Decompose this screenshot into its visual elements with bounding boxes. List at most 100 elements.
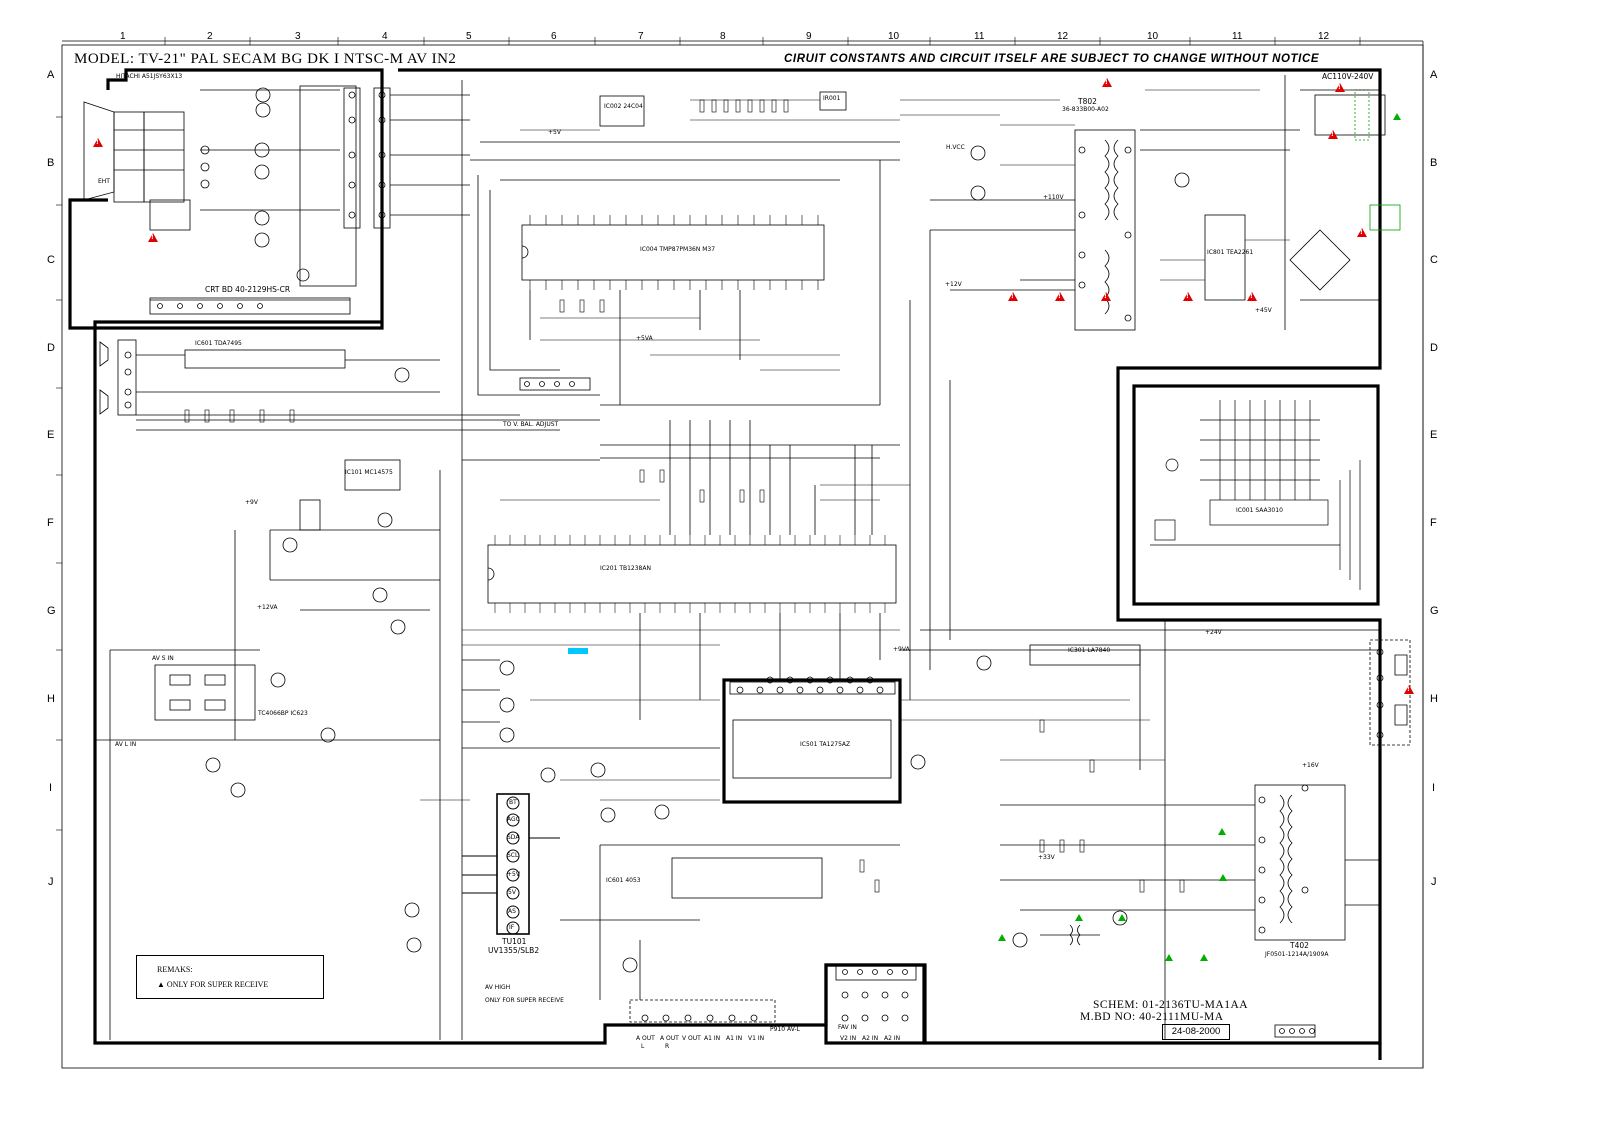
grid-row-g-r: G [1430, 605, 1439, 617]
grid-row-a: A [47, 69, 55, 81]
ir-label: IR001 [823, 95, 841, 102]
tuner-pin-agc: AGC [507, 816, 520, 823]
mosfet-ic-label: IC801 TEA2261 [1207, 249, 1254, 256]
warning-icon [1102, 78, 1112, 87]
grid-col-1: 1 [120, 31, 126, 42]
afc-ic-label: IC101 MC14575 [345, 469, 393, 476]
grid-col-12b: 12 [1318, 31, 1330, 42]
super-marker-icon [1075, 914, 1083, 921]
grid-row-d: D [47, 342, 55, 354]
sw-ic-label: IC601 4053 [606, 877, 641, 884]
sound-ic-label: IC601 TDA7495 [195, 340, 242, 347]
tuner-pin-5vb: 5V [508, 889, 516, 896]
grid-row-a-r: A [1430, 69, 1438, 81]
volt-label-16v: +16V [1302, 762, 1319, 769]
grid-row-e-r: E [1430, 429, 1438, 441]
tuner-pin-bt: BT [509, 799, 517, 806]
volt-label-12v: +12V [945, 281, 962, 288]
grid-row-e: E [47, 429, 55, 441]
date-stamp: 24-08-2000 [1162, 1024, 1230, 1040]
super-marker-icon [1118, 914, 1126, 921]
t802-label: T802 [1078, 97, 1097, 106]
grid-row-b-r: B [1430, 157, 1438, 169]
warning-icon [93, 138, 103, 147]
grid-row-b: B [47, 157, 55, 169]
board-number: M.BD NO: 40-2111MU-MA [1080, 1011, 1224, 1023]
tuner-label: TU101 [502, 937, 527, 946]
volt-label-45v: +45V [1255, 307, 1272, 314]
grid-col-11b: 11 [1232, 31, 1243, 42]
volt-label-5va: +5VA [636, 335, 653, 342]
warning-icon [1055, 292, 1065, 301]
grid-col-4: 4 [382, 31, 388, 42]
grid-row-f-r: F [1430, 517, 1437, 529]
grid-col-5: 5 [466, 31, 472, 42]
super-marker-icon [1165, 954, 1173, 961]
av2-in-label-1: V2 IN [840, 1035, 857, 1042]
grid-row-i: I [49, 782, 53, 794]
grid-row-j-r: J [1431, 876, 1437, 888]
eeprom-label: IC002 24C04 [604, 103, 643, 110]
micro-ic-label: IC004 TMP87PM36N M37 [640, 246, 716, 253]
eht-label: EHT [98, 178, 110, 185]
warning-icon [1247, 292, 1257, 301]
tuner-pin-scl: SCL [507, 852, 519, 859]
rl-label-l: L [641, 1043, 645, 1050]
super-marker-icon [1200, 954, 1208, 961]
main-ic-label: IC201 TB1238AN [600, 565, 651, 572]
remarks-box: REMAKS: ▲ ONLY FOR SUPER RECEIVE [136, 955, 324, 999]
av-in-label-3: V1 IN [748, 1035, 765, 1042]
super-marker-icon [1393, 113, 1401, 120]
tuner-pin-5v: +5V [507, 871, 520, 878]
grid-col-12: 12 [1057, 31, 1069, 42]
tuner-pin-as: AS [508, 908, 516, 915]
tuner-pin-if: IF [509, 924, 515, 931]
volt-label-110v: +110V [1043, 194, 1064, 201]
remarks-title: REMAKS: [157, 965, 193, 974]
super-note-label: ONLY FOR SUPER RECEIVE [485, 997, 564, 1004]
grid-row-h: H [47, 693, 55, 705]
volt-label-9va: +9VA [893, 646, 910, 653]
av-s-in-label: AV S IN [152, 655, 174, 662]
warning-icon [1335, 83, 1345, 92]
warning-icon [1404, 685, 1414, 694]
av-out-label-1: A OUT [636, 1035, 655, 1042]
vert-ic-label: IC301 LA7840 [1068, 647, 1111, 654]
grid-row-c: C [47, 254, 55, 266]
av-in-label-2: A1 IN [726, 1035, 743, 1042]
grid-col-10b: 10 [1147, 31, 1159, 42]
av2-in-label-3: A2 IN [884, 1035, 901, 1042]
grid-row-c-r: C [1430, 254, 1438, 266]
crt-board-label: CRT BD 40-2129HS-CR [205, 285, 291, 294]
grid-row-i-r: I [1432, 782, 1436, 794]
super-marker-icon [1218, 828, 1226, 835]
grid-col-3: 3 [295, 31, 301, 42]
model-title: MODEL: TV-21" PAL SECAM BG DK I NTSC-M A… [74, 51, 457, 67]
adjust-label: TO V. BAL. ADJUST [503, 421, 559, 428]
grid-row-d-r: D [1430, 342, 1438, 354]
volt-label-33v: +33V [1038, 854, 1055, 861]
grid-col-8: 8 [720, 31, 726, 42]
av2-in-label-2: A2 IN [862, 1035, 879, 1042]
grid-col-2: 2 [207, 31, 213, 42]
grid-col-7: 7 [638, 31, 644, 42]
grid-row-g: G [47, 605, 56, 617]
grid-col-10: 10 [888, 31, 900, 42]
av-out-label-2: A OUT [660, 1035, 679, 1042]
warning-icon [1183, 292, 1193, 301]
t402-label: T402 [1290, 941, 1309, 950]
av-l-in-label: AV L IN [115, 741, 137, 748]
warning-icon [148, 233, 158, 242]
sub-ic-label: IC501 TA1275AZ [800, 741, 851, 748]
tuner-pin-sda: SDA [507, 834, 520, 841]
grid-row-j: J [48, 876, 54, 888]
volt-label-9v: +9V [245, 499, 258, 506]
tuner-part-label: UV1355/SLB2 [488, 946, 540, 955]
warning-icon [1357, 228, 1367, 237]
remarks-line: ▲ ONLY FOR SUPER RECEIVE [157, 980, 269, 989]
fav-label: FAV IN [838, 1024, 857, 1031]
warning-icon [1101, 292, 1111, 301]
av-switch-label: TC4066BP IC623 [258, 710, 308, 717]
